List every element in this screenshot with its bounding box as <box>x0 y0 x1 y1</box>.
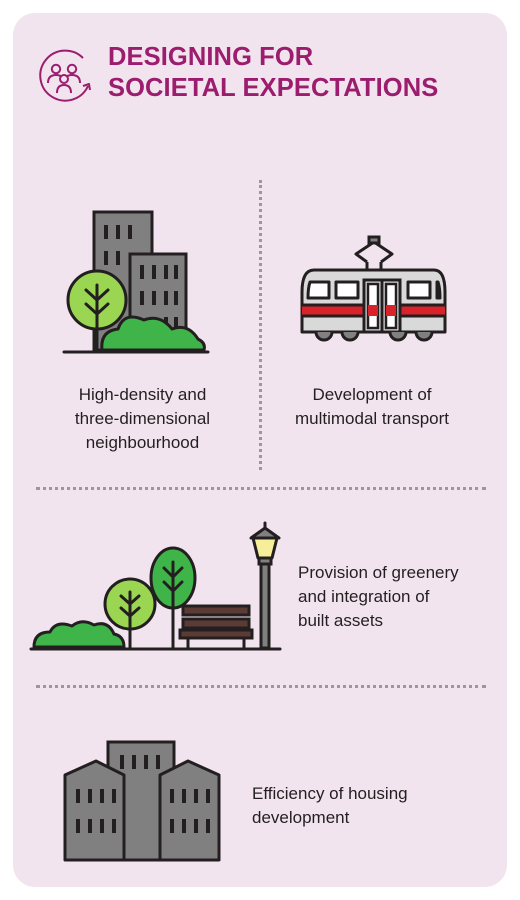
park-greenery-icon <box>29 521 282 651</box>
label-housing-efficiency: Efficiency of housing development <box>252 784 408 827</box>
high-density-buildings-icon <box>62 210 210 354</box>
label-high-density: High-density and three-dimensional neigh… <box>74 385 211 452</box>
housing-buildings-icon <box>63 740 221 862</box>
page-title: DESIGNING FOR SOCIETAL EXPECTATIONS <box>108 42 438 104</box>
tram-icon <box>300 235 447 342</box>
title-line-2: SOCIETAL EXPECTATIONS <box>108 74 439 102</box>
horizontal-divider-2 <box>36 685 486 688</box>
vertical-divider <box>259 180 262 470</box>
label-greenery: Provision of greenery and integration of… <box>298 563 459 630</box>
community-cycle-icon <box>39 49 91 102</box>
horizontal-divider-1 <box>36 487 486 490</box>
title-line-1: DESIGNING FOR <box>108 43 314 71</box>
label-multimodal-transport: Development of multimodal transport <box>294 385 449 428</box>
